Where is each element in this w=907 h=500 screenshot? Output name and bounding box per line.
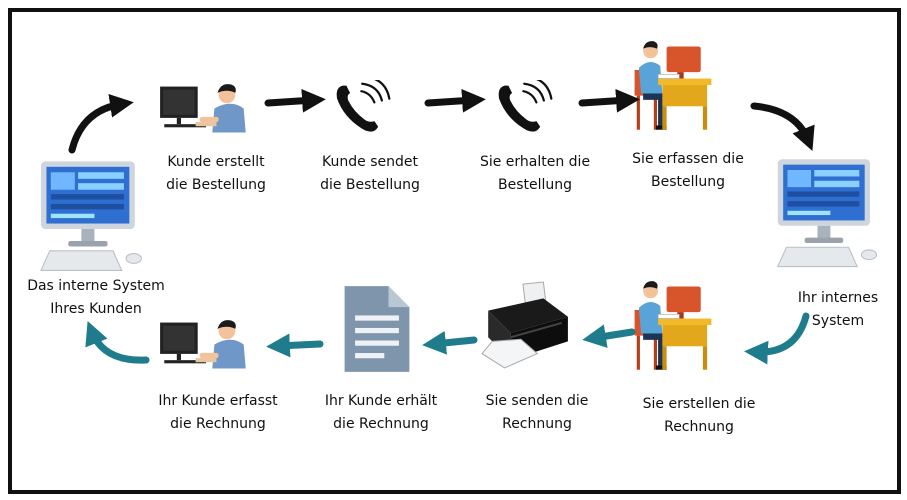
worker-at-desk-icon — [634, 40, 712, 131]
flow-arrow — [264, 88, 326, 113]
flow-arrow — [422, 330, 478, 355]
person-at-computer-icon — [160, 84, 246, 133]
step-label-customer-internal-system: Das interne System Ihres Kunden — [27, 278, 165, 317]
desktop-computer-icon — [40, 160, 142, 272]
step-label-you-create-invoice: Sie erstellen die Rechnung — [642, 396, 756, 435]
step-label-customer-creates-order: Kunde erstellt die Bestellung — [166, 154, 266, 193]
step-label-customer-sends-order: Kunde sendet die Bestellung — [320, 154, 420, 193]
phone-icon — [335, 80, 391, 133]
flow-arrow — [85, 320, 150, 364]
flow-arrow — [424, 88, 486, 113]
person-at-computer-icon — [160, 320, 246, 369]
desktop-computer-icon — [777, 158, 878, 268]
phone-icon — [497, 80, 553, 133]
flow-arrow — [750, 102, 815, 152]
flow-arrow — [578, 88, 640, 113]
flow-arrow — [582, 324, 636, 348]
step-label-you-record-order: Sie erfassen die Bestellung — [632, 151, 744, 190]
diagram-frame — [8, 8, 901, 494]
step-label-your-internal-system: Ihr internes System — [797, 290, 879, 329]
step-label-you-receive-order: Sie erhalten die Bestellung — [479, 154, 591, 193]
step-label-customer-receives-invoice: Ihr Kunde erhält die Rechnung — [324, 393, 438, 432]
printer-icon — [480, 280, 569, 369]
worker-at-desk-icon — [634, 280, 712, 371]
step-label-you-send-invoice: Sie senden die Rechnung — [485, 393, 589, 432]
flow-arrow — [266, 333, 324, 358]
flow-arrow — [68, 94, 134, 154]
step-label-customer-records-invoice: Ihr Kunde erfasst die Rechnung — [158, 393, 278, 432]
document-icon — [344, 286, 410, 372]
flow-arrow — [744, 312, 810, 365]
